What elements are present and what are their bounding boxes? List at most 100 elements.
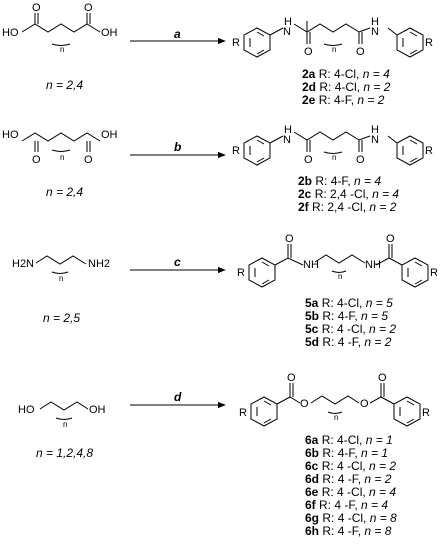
substituent: R: 4-Cl,	[321, 433, 366, 447]
chain-length: n = 5	[365, 296, 393, 310]
product-label: 6f R: 4 -F, n = 4	[305, 499, 397, 512]
r-group: R	[237, 267, 245, 279]
compound-code: 2b	[298, 174, 313, 188]
compound-code: 6d	[305, 472, 320, 486]
compound-code: 5a	[305, 296, 319, 310]
substituent: R: 4 -F,	[319, 498, 362, 512]
compound-code: 6g	[305, 511, 320, 525]
atom-nh: H	[371, 16, 379, 28]
bis-anilide-b: H N H N O O n R R	[232, 124, 433, 166]
product-label: 5c R: 4 -Cl, n = 2	[305, 323, 396, 336]
chain-length: n = 8	[369, 511, 397, 525]
atom-n: N	[371, 26, 379, 38]
atom-o: O	[84, 2, 93, 14]
repeat-n: n	[338, 272, 342, 281]
atom-o: O	[304, 154, 313, 166]
product-label: 2f R: 2,4 -Cl, n = 2	[298, 201, 399, 214]
atom-nh: H	[371, 124, 379, 136]
r-group: R	[232, 145, 240, 157]
product-label: 2e R: 4-F, n = 2	[302, 94, 390, 107]
chain-length: n = 2	[369, 459, 397, 473]
substituent: R: 4 -F,	[322, 524, 365, 538]
chain-length: n = 5	[361, 309, 389, 323]
compound-code: 6f	[305, 498, 316, 512]
substituent: R: 4-F,	[322, 309, 362, 323]
start-condition-b: n = 2,4	[46, 185, 84, 199]
atom-nh: NH	[365, 259, 381, 271]
repeat-n: n	[60, 153, 64, 162]
r-group: R	[430, 267, 438, 279]
atom-o: O	[356, 154, 365, 166]
r-group: R	[425, 37, 433, 49]
atom-nh: NH	[303, 259, 319, 271]
compound-code: 5d	[305, 335, 320, 349]
compound-code: 6c	[305, 459, 319, 473]
dicarboxylic-acid-a: HO OH O O n	[2, 2, 118, 54]
atom-o: O	[84, 154, 93, 166]
atom-nh2: NH2	[88, 258, 110, 270]
product-label: 6a R: 4-Cl, n = 1	[305, 434, 397, 447]
product-label: 2b R: 4-F, n = 4	[298, 175, 399, 188]
chain-length: n = 4	[369, 485, 397, 499]
substituent: R: 4 -Cl,	[322, 511, 370, 525]
substituent: R: 2,4 -Cl,	[314, 187, 373, 201]
atom-o: O	[287, 372, 296, 384]
step-label-c: c	[174, 255, 181, 269]
product-label: 2a R: 4-Cl, n = 4	[302, 68, 390, 81]
start-condition-a: n = 2,4	[46, 78, 84, 92]
substituent: R: 2,4 -Cl,	[312, 200, 370, 214]
chain-length: n = 1	[361, 446, 389, 460]
step-label-b: b	[174, 140, 182, 154]
atom-o: O	[360, 398, 369, 410]
product-label: 6d R: 4 -F, n = 2	[305, 473, 397, 486]
atom-nh: H	[284, 124, 292, 136]
substituent: R: 4 -F,	[322, 472, 365, 486]
atom-o: O	[356, 46, 365, 58]
chain-length: n = 1	[365, 433, 393, 447]
substituent: R: 4-F,	[322, 446, 362, 460]
chain-length: n = 2	[364, 335, 392, 349]
chain-length: n = 4	[372, 187, 400, 201]
diamine-c: H2N NH2 n	[12, 255, 110, 283]
product-label: 5a R: 4-Cl, n = 5	[305, 297, 396, 310]
product-label: 6g R: 4 -Cl, n = 8	[305, 512, 397, 525]
atom-o: O	[300, 398, 309, 410]
product-label: 5d R: 4 -F, n = 2	[305, 336, 396, 349]
product-label: 2c R: 2,4 -Cl, n = 4	[298, 188, 399, 201]
start-condition-c: n = 2,5	[43, 311, 81, 325]
atom-oh: OH	[101, 27, 118, 39]
substituent: R: 4-Cl,	[321, 296, 366, 310]
chain-length: n = 2	[369, 200, 397, 214]
dicarboxylic-acid-b: HO OH O O n	[2, 129, 118, 166]
compound-code: 6e	[305, 485, 319, 499]
atom-o: O	[32, 154, 41, 166]
substituent: R: 4-F,	[315, 174, 355, 188]
bis-benzoate-d: O O O O n R R	[239, 372, 430, 427]
atom-o: O	[32, 2, 41, 14]
product-label: 6b R: 4-F, n = 1	[305, 447, 397, 460]
atom-h2n: H2N	[12, 258, 34, 270]
product-label: 6e R: 4 -Cl, n = 4	[305, 486, 397, 499]
product-label: 6h R: 4 -F, n = 8	[305, 525, 397, 538]
compound-code: 5b	[305, 309, 320, 323]
atom-ho: HO	[2, 129, 19, 141]
repeat-n: n	[332, 45, 336, 54]
atom-o: O	[378, 372, 387, 384]
compound-code: 6h	[305, 524, 320, 538]
substituent: R: 4 -Cl,	[321, 322, 370, 336]
r-group: R	[232, 37, 240, 49]
compound-code: 6b	[305, 446, 320, 460]
r-group: R	[239, 407, 247, 419]
substituent: R: 4 -Cl,	[321, 485, 370, 499]
atom-n: N	[283, 26, 291, 38]
atom-oh: OH	[101, 129, 118, 141]
substituent: R: 4-Cl,	[319, 80, 364, 94]
chain-length: n = 8	[364, 524, 392, 538]
r-group: R	[425, 145, 433, 157]
compound-code: 5c	[305, 322, 319, 336]
atom-oh: OH	[89, 404, 106, 416]
product-label: 2d R: 4-Cl, n = 2	[302, 81, 390, 94]
